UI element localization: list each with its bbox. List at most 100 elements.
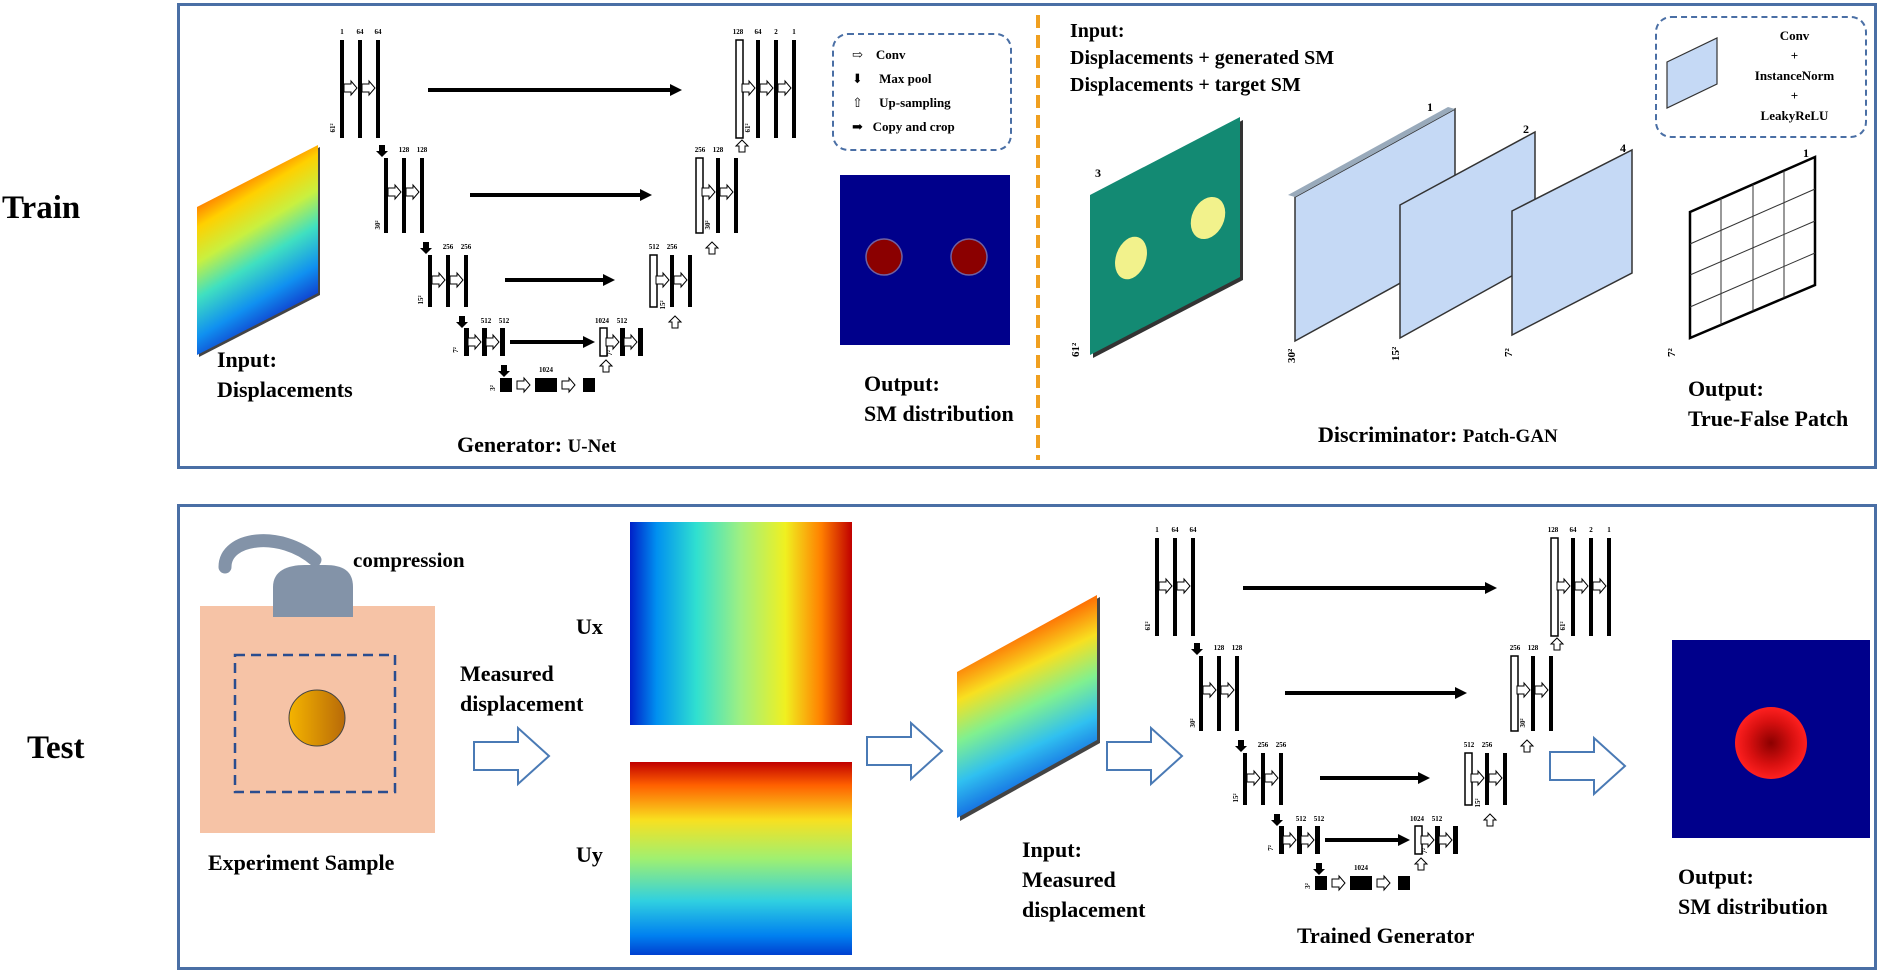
feature-map-bar [734,158,738,233]
disc-input-line3: Displacements + target SM [1070,74,1301,96]
train-output-sm-map [840,175,1010,345]
feature-map-bar [1297,826,1302,854]
unet-label: 256 [1276,741,1287,749]
conv-arrow-icon [449,271,464,289]
bottleneck-block [535,378,557,392]
conv-arrow-icon [1488,769,1503,787]
feature-map-bar [1549,656,1553,731]
max-pool-arrow-icon: ⬇ [852,71,863,86]
conv-arrow-icon [516,376,531,394]
disc-size-2: 15² [1390,346,1402,361]
patchgan-discriminator: 3 1 2 4 1 61² 30² 15² 7² 7² [1070,100,1817,363]
up-sampling-arrow-icon [1519,739,1535,753]
feature-map-bar [1279,826,1284,854]
unet-label: 61² [744,123,752,132]
experiment-sample [200,534,435,833]
feature-map-bar [446,255,450,307]
up-sampling-arrow-icon [667,315,683,329]
max-pool-arrow-icon [1271,814,1283,826]
unet-label: 64 [375,28,383,36]
feature-map-bar [358,40,362,138]
conv-arrow-icon [1300,831,1315,849]
copy-crop-arrowhead-icon [1455,687,1467,699]
unet-label: 3² [1304,883,1312,889]
feature-map-bar [670,255,674,307]
conv-arrow-icon [561,376,576,394]
feature-map-bar [792,40,796,138]
conv-arrow-icon [485,333,500,351]
unet-label: 1 [340,28,344,36]
feature-map-bar [464,328,469,356]
train-input-label-line2: Displacements [217,377,353,402]
measured-label-line2: displacement [460,691,584,716]
conv-arrow-icon [1470,769,1485,787]
disc-ch-3: 4 [1620,141,1626,155]
train-input-label: Input: Displacements [217,345,353,405]
disc-input-line2: Displacements + generated SM [1070,47,1335,69]
test-input-displacement-map [957,595,1100,821]
feature-map-bar [1279,753,1283,805]
conv-arrow-icon [1331,874,1346,892]
up-sampling-arrow-icon [704,241,720,255]
discriminator-caption: Discriminator: Patch-GAN [1318,420,1558,452]
unet-label: 128 [399,146,410,154]
feature-map-bar [1589,538,1593,636]
legend-copy-crop-label: Copy and crop [872,119,955,134]
conv-arrow-icon [777,79,792,97]
unet-label: 128 [713,146,724,154]
feature-map-bar [384,158,388,233]
test-output-line1: Output: [1678,864,1754,889]
unet-label: 64 [1570,526,1578,534]
uy-displacement-map [630,762,852,955]
unet-label: 7² [1421,848,1429,854]
unet-label: 256 [1482,741,1493,749]
disc-size-1: 30² [1286,348,1298,363]
disc-legend-swatch [1666,37,1718,109]
train-input-displacement-map [197,145,320,357]
up-sampling-arrow-icon [1549,637,1565,651]
unet-label: 15² [417,295,425,304]
test-row-label: Test [27,730,85,766]
ux-displacement-map [630,522,852,725]
copy-crop-arrowhead-icon [583,336,595,348]
arrow-to-output [1549,735,1627,797]
feature-map-bar [420,158,424,233]
disc-legend-conv: Conv [1779,28,1810,43]
up-sampling-arrow-icon: ⇧ [852,95,863,110]
max-pool-arrow-icon [1235,740,1247,752]
unet-label: 64 [357,28,365,36]
unet-label: 512 [1314,815,1325,823]
feature-map-bar [1315,826,1320,854]
train-section-divider [1036,15,1040,460]
disc-size-3: 7² [1503,348,1515,358]
feature-map-bar [1243,753,1247,805]
disc-input-line1: Input: [1070,20,1125,42]
unet-label: 512 [1296,815,1307,823]
conv-arrow-icon [1438,831,1453,849]
unet-label: 2 [1589,526,1593,534]
feature-map-bar [1173,538,1177,636]
unet-label: 64 [1190,526,1198,534]
conv-arrow-icon [343,79,358,97]
feature-map-bar [376,40,380,138]
conv-arrow-icon [759,79,774,97]
disc-legend-instancenorm: InstanceNorm [1754,68,1835,83]
conv-arrow-icon [605,333,620,351]
arrow-to-input [866,720,944,782]
copy-crop-arrowhead-icon [670,84,682,96]
unet-label: 256 [695,146,706,154]
copy-crop-arrowhead-icon [1418,772,1430,784]
unet-label: 512 [1432,815,1443,823]
compression-label: compression [353,548,465,572]
legend-up-sampling-label: Up-sampling [879,95,951,110]
feature-map-bar [1503,753,1507,805]
conv-arrow-icon [1556,577,1571,595]
max-pool-arrow-icon [1191,643,1203,655]
copy-crop-arrowhead-icon [640,189,652,201]
unet-label: 1024 [1410,815,1425,823]
feature-map-bar [716,158,720,233]
feature-map-bar [756,40,760,138]
feature-map-bar [428,255,432,307]
